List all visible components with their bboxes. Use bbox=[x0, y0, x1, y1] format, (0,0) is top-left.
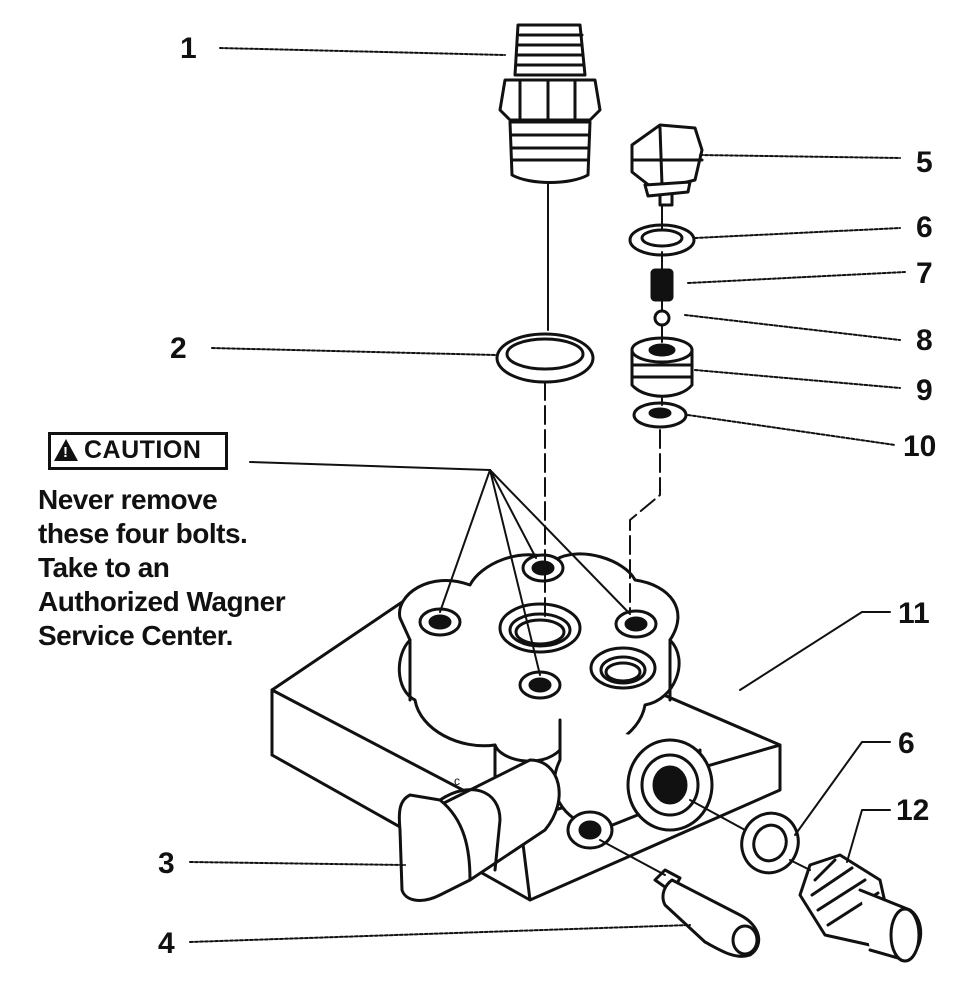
callout-6-upper: 6 bbox=[916, 211, 933, 244]
caution-line-1: Never remove bbox=[38, 484, 218, 515]
callout-5: 5 bbox=[916, 146, 933, 179]
threaded-ports bbox=[498, 602, 657, 690]
callout-2: 2 bbox=[170, 332, 187, 365]
outlet-boss bbox=[552, 718, 714, 832]
callout-numbers: 1 2 5 6 7 8 9 10 11 6 12 3 4 bbox=[158, 32, 936, 960]
part-8-ball bbox=[653, 309, 671, 327]
callout-7: 7 bbox=[916, 257, 933, 290]
assembly-lines bbox=[544, 181, 811, 876]
part-5-plug bbox=[630, 123, 704, 207]
caution-box bbox=[48, 432, 228, 470]
caution-pointer-lines bbox=[249, 461, 631, 676]
caution-line-4: Authorized Wagner bbox=[38, 586, 286, 617]
callout-12: 12 bbox=[896, 794, 929, 827]
caution-line-2: these four bolts. bbox=[38, 518, 248, 549]
callout-3: 3 bbox=[158, 847, 175, 880]
caution-title: CAUTION bbox=[84, 436, 202, 464]
callout-11: 11 bbox=[898, 597, 930, 630]
callout-1: 1 bbox=[180, 32, 197, 65]
callout-9: 9 bbox=[916, 374, 933, 407]
callout-4: 4 bbox=[158, 927, 175, 960]
part-10-seal bbox=[632, 401, 688, 429]
leader-lines bbox=[189, 47, 906, 943]
prime-valve-knob: c bbox=[397, 758, 614, 902]
part-6-washer-lower bbox=[740, 811, 800, 875]
callout-6-lower: 6 bbox=[898, 727, 915, 760]
part-4-plunger bbox=[653, 868, 761, 958]
callout-8: 8 bbox=[916, 324, 933, 357]
caution-line-3: Take to an bbox=[38, 552, 170, 583]
part-9-valve-seat bbox=[630, 336, 694, 398]
part-2-o-ring bbox=[495, 332, 595, 384]
callout-10: 10 bbox=[903, 430, 936, 463]
filter-housing bbox=[397, 552, 681, 792]
warning-triangle-icon: ! bbox=[54, 439, 78, 461]
part-7-spring bbox=[650, 268, 674, 302]
caution-line-5: Service Center. bbox=[38, 620, 233, 651]
svg-text:c: c bbox=[454, 774, 460, 788]
part-1-hose-fitting bbox=[498, 23, 602, 184]
part-12-outlet-fitting bbox=[798, 853, 923, 963]
